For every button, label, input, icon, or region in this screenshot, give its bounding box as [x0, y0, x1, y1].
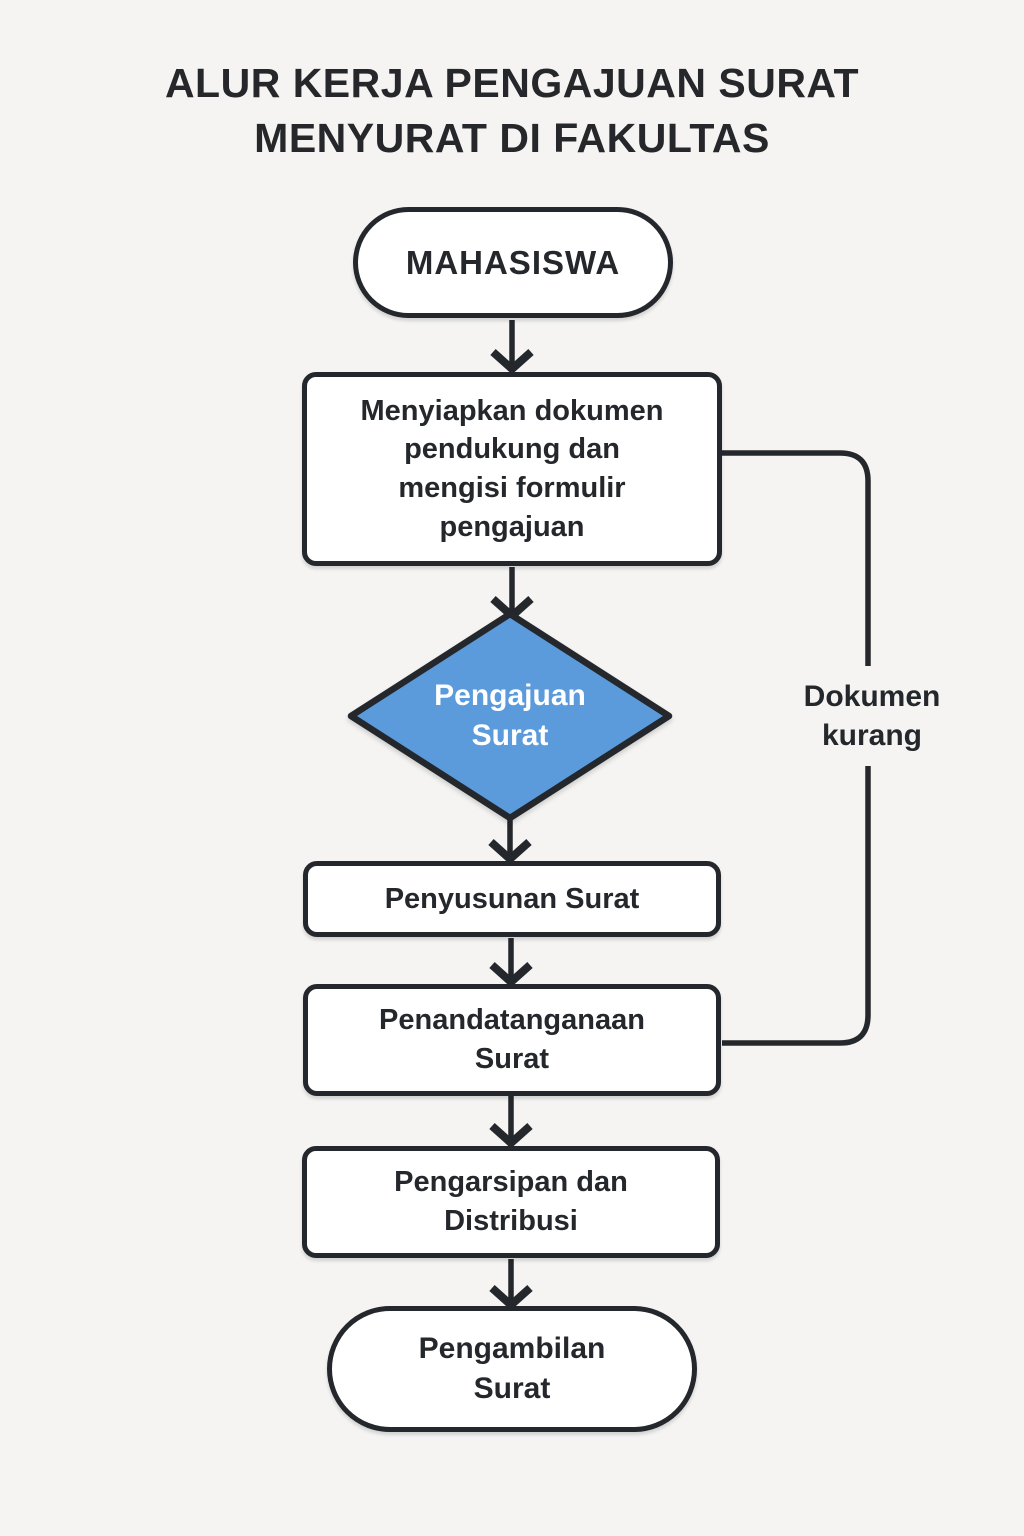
node-decision: Pengajuan Surat: [343, 606, 677, 826]
node-draft-process: Penyusunan Surat: [303, 861, 721, 937]
node-draft-label: Penyusunan Surat: [384, 882, 640, 915]
node-archive-process: Pengarsipan dan Distribusi: [302, 1146, 720, 1258]
node-end-label: Pengambilan Surat: [418, 1332, 606, 1405]
node-archive-label: Pengarsipan dan Distribusi: [394, 1166, 628, 1237]
diamond-shape: [347, 610, 673, 822]
node-decision-label: Pengajuan Surat: [434, 678, 586, 753]
node-prepare-process: Menyiapkan dokumen pendukung dan mengisi…: [302, 372, 722, 566]
page-title: ALUR KERJA PENGAJUAN SURAT MENYURAT DI F…: [164, 60, 860, 161]
node-sign-label: Penandatanganaan Surat: [379, 1004, 645, 1075]
edge-label-dokumen-kurang: Dokumen kurang: [780, 666, 964, 766]
arrow-draft-to-sign: [489, 938, 533, 988]
node-end-terminator: Pengambilan Surat: [327, 1306, 697, 1432]
node-start-label: MAHASISWA: [405, 243, 621, 281]
arrow-sign-to-archive: [489, 1096, 533, 1149]
node-start-terminator: MAHASISWA: [353, 207, 673, 318]
node-prepare-label: Menyiapkan dokumen pendukung dan mengisi…: [360, 394, 664, 543]
arrow-start-to-prepare: [490, 320, 534, 375]
arrow-archive-to-end: [489, 1259, 533, 1311]
node-sign-process: Penandatanganaan Surat: [303, 984, 721, 1096]
